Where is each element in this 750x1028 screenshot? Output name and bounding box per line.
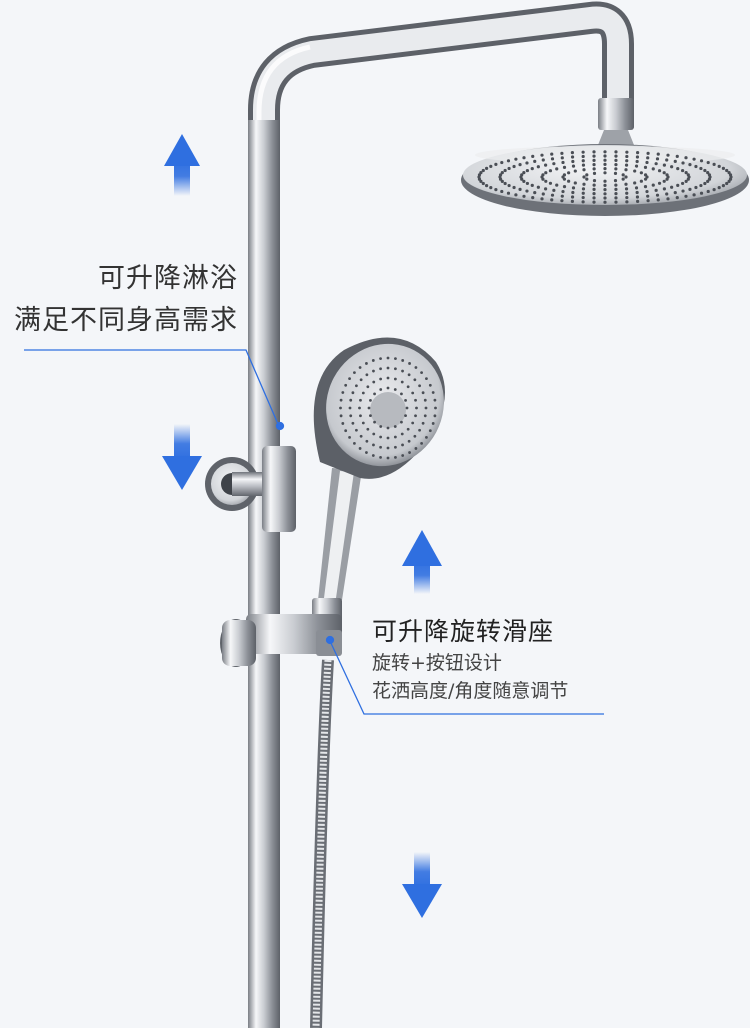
wall-bracket — [205, 446, 296, 532]
arrow-down-icon — [162, 424, 202, 490]
hand-shower — [313, 337, 445, 600]
rain-shower-head — [461, 98, 749, 216]
arrow-down-icon — [402, 852, 442, 918]
slider-caption-title: 可升降旋转滑座 — [372, 617, 555, 646]
slider-caption-line1: 旋转+按钮设计 — [372, 652, 502, 674]
sliding-holder — [220, 598, 342, 667]
arrow-up-icon — [402, 530, 442, 594]
arrow-up-icon — [164, 134, 200, 196]
height-adjust-caption-line2: 满足不同身高需求 — [14, 305, 238, 336]
shower-hose — [310, 659, 334, 1028]
shower-riser-pipe — [248, 1, 634, 1028]
callout-line-slider — [325, 635, 604, 715]
height-adjust-caption-line1: 可升降淋浴 — [98, 263, 238, 294]
callout-line-height — [24, 349, 285, 431]
slider-caption-line2: 花洒高度/角度随意调节 — [372, 680, 569, 702]
